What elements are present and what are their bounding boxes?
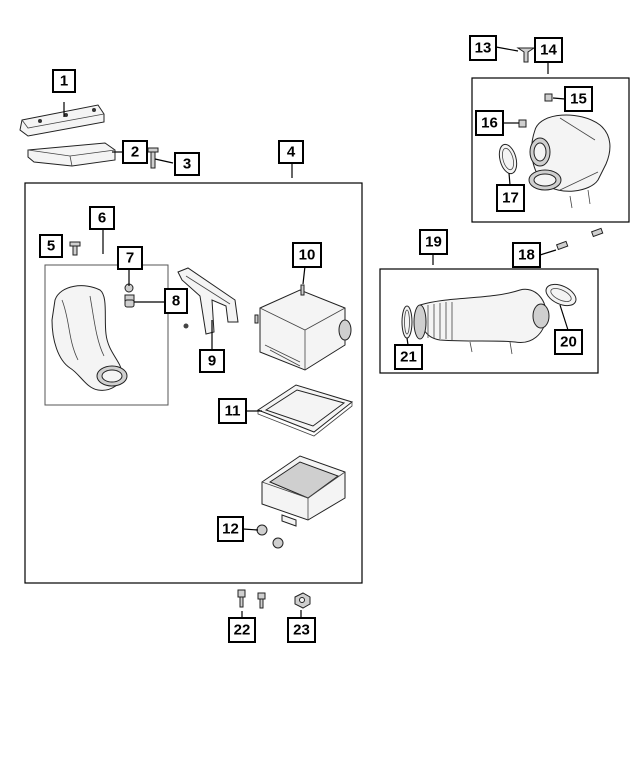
part-12-air-cleaner-base: [256, 455, 346, 549]
part-7-grommet: [124, 283, 135, 302]
callout-8[interactable]: 8: [164, 288, 188, 314]
resonator-group-box: [471, 77, 630, 223]
callout-4-label: 4: [287, 144, 296, 161]
part-10-air-cleaner-cover: [254, 284, 352, 371]
part-15-screw: [544, 93, 553, 102]
callout-5-label: 5: [47, 238, 55, 255]
callout-23[interactable]: 23: [287, 617, 316, 643]
callout-3-label: 3: [183, 156, 191, 173]
callout-17-label: 17: [502, 190, 519, 207]
part-9-bracket: [177, 267, 239, 335]
callout-20-label: 20: [560, 334, 577, 351]
callout-2[interactable]: 2: [122, 140, 148, 164]
callout-10[interactable]: 10: [292, 242, 322, 268]
callout-6-label: 6: [98, 210, 106, 227]
part-2-lower-channel: [27, 142, 116, 167]
part-22-studs: [237, 589, 266, 609]
callout-6[interactable]: 6: [89, 206, 115, 230]
part-5-screw: [69, 241, 81, 256]
callout-12-label: 12: [222, 521, 239, 538]
callout-13[interactable]: 13: [469, 35, 497, 61]
part-18-fastener: [555, 227, 604, 251]
callout-7-label: 7: [126, 250, 134, 267]
part-14-resonator: [528, 114, 611, 209]
callout-11[interactable]: 11: [218, 398, 247, 424]
part-8-bushing: [124, 299, 135, 308]
part-21-clamp: [401, 305, 413, 339]
callout-16-label: 16: [481, 115, 498, 132]
part-11-air-filter: [256, 384, 354, 437]
duct-subassembly-box: [44, 264, 169, 406]
part-20-clamp: [545, 283, 577, 307]
part-23-nut: [294, 592, 311, 609]
callout-20[interactable]: 20: [554, 329, 583, 355]
callout-22-label: 22: [234, 622, 251, 639]
callout-12[interactable]: 12: [217, 516, 244, 542]
part-13-push-pin: [516, 47, 536, 63]
callout-21[interactable]: 21: [394, 344, 423, 370]
air-cleaner-assembly-box: [24, 182, 363, 584]
callout-18[interactable]: 18: [512, 242, 541, 268]
callout-18-label: 18: [518, 247, 535, 264]
callout-10-label: 10: [299, 247, 316, 264]
callout-11-label: 11: [225, 403, 241, 420]
callout-8-label: 8: [172, 293, 180, 310]
callout-1-label: 1: [60, 73, 68, 90]
part-3-pin: [147, 147, 159, 169]
callout-5[interactable]: 5: [39, 234, 63, 258]
callout-13-label: 13: [475, 40, 492, 57]
callout-9-label: 9: [208, 353, 216, 370]
callout-7[interactable]: 7: [117, 246, 143, 270]
callout-4[interactable]: 4: [278, 140, 304, 164]
inlet-hose-group-box: [379, 268, 599, 374]
part-16-nut: [518, 119, 527, 128]
callout-22[interactable]: 22: [228, 617, 256, 643]
callout-19[interactable]: 19: [419, 229, 448, 255]
leader-lines: [63, 46, 569, 618]
part-17-clamp: [498, 143, 518, 175]
callout-19-label: 19: [425, 234, 442, 251]
callout-14-label: 14: [540, 42, 557, 59]
callout-23-label: 23: [293, 622, 310, 639]
callout-15-label: 15: [570, 91, 587, 108]
callout-15[interactable]: 15: [564, 86, 593, 112]
callout-14[interactable]: 14: [534, 37, 563, 63]
callout-1[interactable]: 1: [52, 69, 76, 93]
part-19-inlet-hose: [413, 288, 550, 355]
callout-3[interactable]: 3: [174, 152, 200, 176]
part-1-upper-duct: [19, 104, 105, 137]
callout-9[interactable]: 9: [199, 349, 225, 373]
callout-2-label: 2: [131, 144, 139, 161]
part-6-intake-duct: [51, 285, 128, 391]
callout-21-label: 21: [400, 349, 417, 366]
callout-16[interactable]: 16: [475, 110, 504, 136]
callout-17[interactable]: 17: [496, 184, 525, 212]
